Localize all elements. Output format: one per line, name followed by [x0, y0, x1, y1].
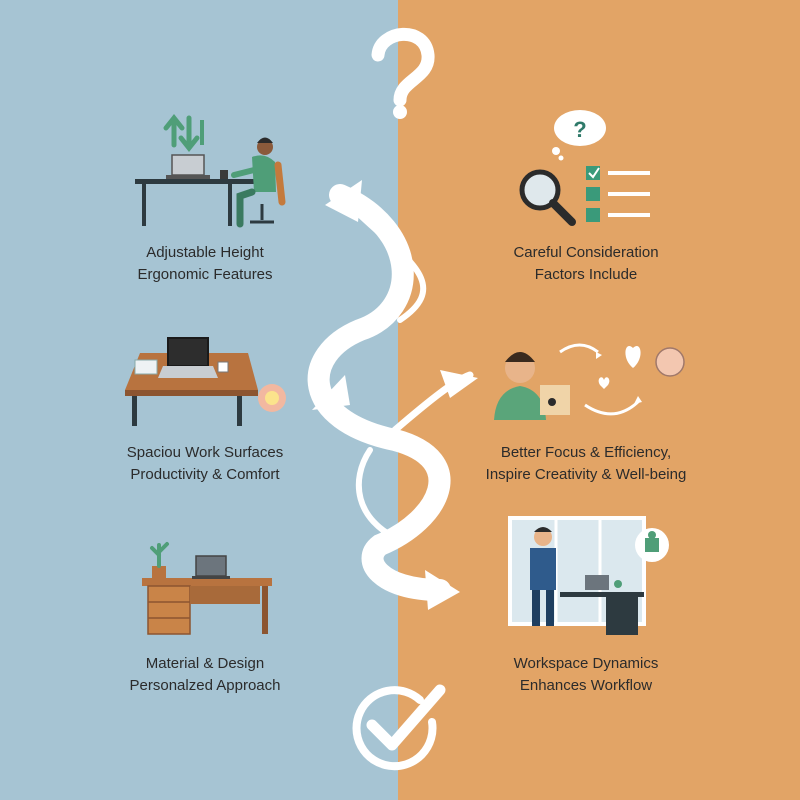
caption-line: Factors Include — [534, 266, 638, 283]
caption-line: Productivity & Comfort — [130, 466, 280, 483]
caption-line: Inspire Creativity & Well-being — [485, 466, 687, 483]
caption-workspace-dynamics: Workspace Dynamics Enhances Workflow — [436, 653, 736, 697]
caption-line: Workspace Dynamics — [513, 655, 659, 672]
caption-line: Careful Consideration — [513, 244, 659, 261]
svg-text:?: ? — [573, 117, 586, 142]
caption-material-design: Material & Design Personalzed Approach — [55, 653, 355, 697]
caption-line: Material & Design — [145, 655, 265, 672]
caption-work-surfaces: Spaciou Work Surfaces Productivity & Com… — [55, 442, 355, 486]
caption-line: Better Focus & Efficiency, — [500, 444, 672, 461]
caption-line: Adjustable Height — [146, 244, 264, 261]
caption-careful-consideration: Careful Consideration Factors Include — [436, 242, 736, 286]
caption-line: Personalzed Approach — [129, 677, 281, 694]
caption-focus-efficiency: Better Focus & Efficiency, Inspire Creat… — [436, 442, 736, 486]
caption-line: Enhances Workflow — [519, 677, 653, 694]
caption-adjustable-height: Adjustable Height Ergonomic Features — [55, 242, 355, 286]
caption-line: Spaciou Work Surfaces — [126, 444, 284, 461]
caption-line: Ergonomic Features — [137, 266, 273, 283]
